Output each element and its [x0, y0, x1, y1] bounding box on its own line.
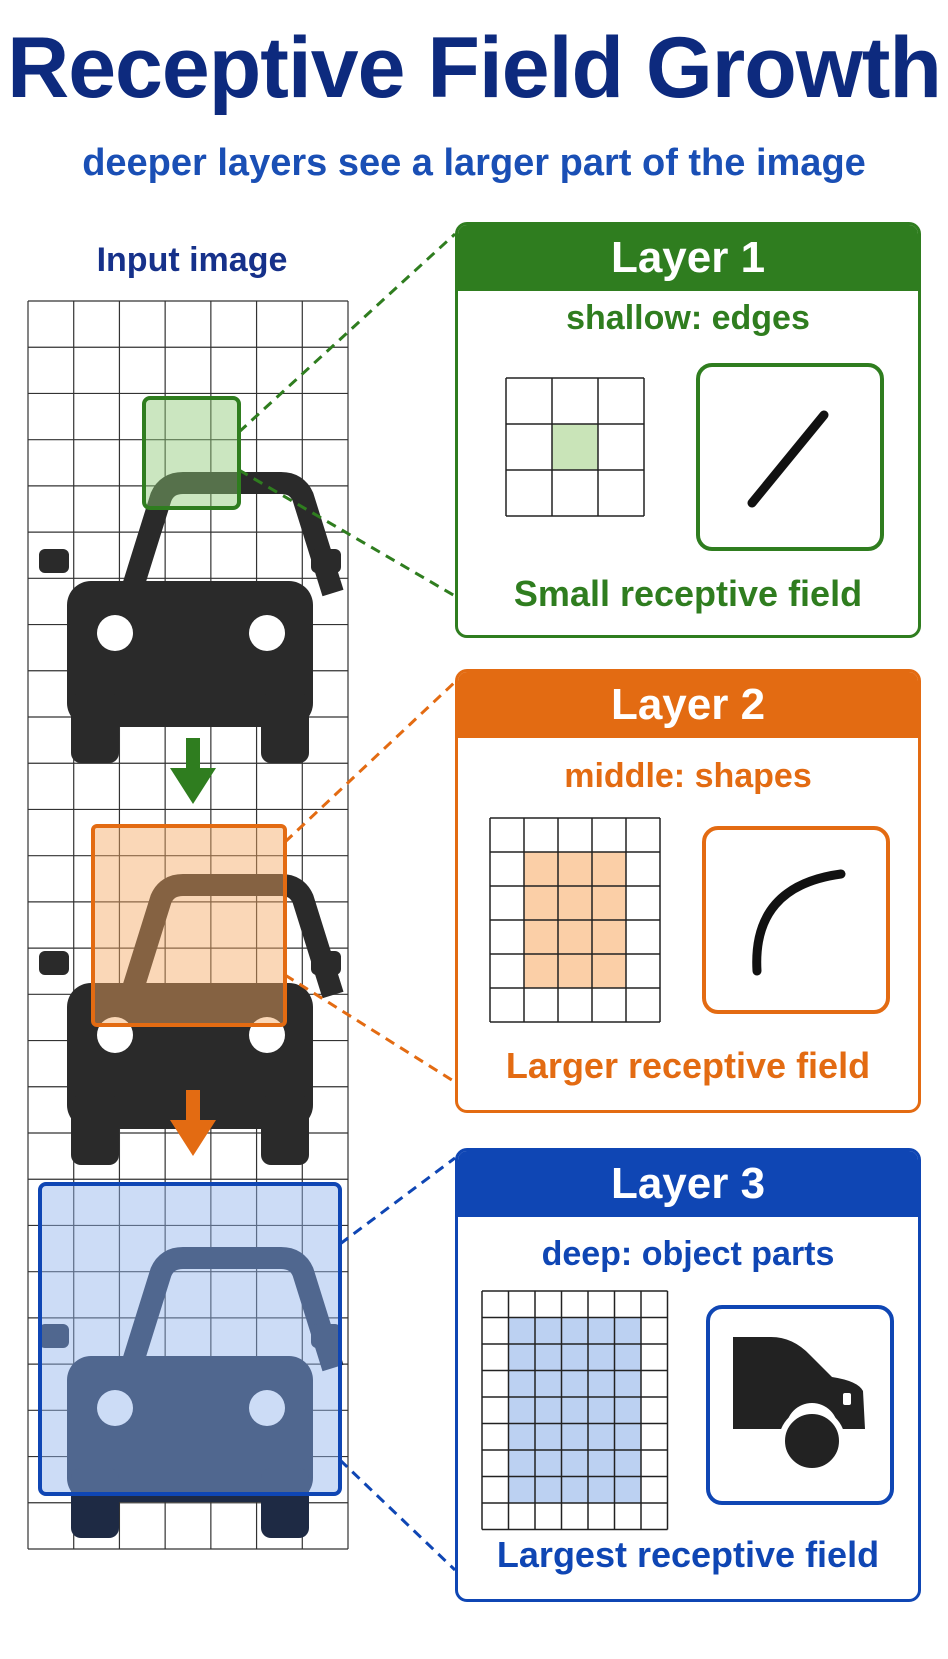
layer2-panel: Layer 2 [455, 669, 921, 1113]
connector-line [237, 232, 457, 434]
connector-line [238, 468, 456, 598]
straight-edge-icon [747, 410, 829, 508]
page-title: Receptive Field Growth [7, 20, 942, 116]
connector-line [283, 680, 457, 844]
down-arrow-icon [170, 1090, 216, 1156]
layer3-kernel-grid [481, 1290, 669, 1531]
layer1-panel: Layer 1 [455, 222, 921, 638]
page-subtitle: deeper layers see a larger part of the i… [82, 142, 866, 184]
layer1-receptive-field [142, 396, 241, 510]
layer3-feature-box [706, 1305, 894, 1505]
curve-icon [752, 869, 846, 976]
layer1-title: Layer 1 [458, 225, 918, 291]
layer2-graphics [489, 817, 890, 1023]
input-image-label: Input image [96, 241, 288, 279]
layer2-receptive-field [91, 824, 287, 1027]
down-arrow-icon [170, 738, 216, 804]
layer1-kernel-grid [505, 377, 645, 517]
layer1-footer: Small receptive field [513, 573, 863, 614]
layer3-receptive-field [38, 1182, 342, 1496]
layer2-kernel-grid [489, 817, 661, 1023]
layer3-footer: Largest receptive field [496, 1534, 880, 1575]
car-part-icon [733, 1337, 865, 1474]
layer3-subtitle: deep: object parts [541, 1235, 835, 1273]
connector-line [339, 1156, 456, 1246]
layer1-subtitle: shallow: edges [566, 299, 810, 337]
kernel-highlight [508, 1317, 641, 1503]
connector-line [338, 1458, 457, 1572]
kernel-highlight [552, 424, 598, 470]
layer3-title: Layer 3 [458, 1151, 918, 1217]
layer1-feature-box [696, 363, 884, 551]
layer1-graphics [505, 363, 884, 551]
layer2-feature-box [702, 826, 890, 1014]
layer2-subtitle: middle: shapes [564, 757, 812, 795]
layer3-graphics [481, 1290, 894, 1531]
layer3-panel: Layer 3 [455, 1148, 921, 1602]
layer2-title: Layer 2 [458, 672, 918, 738]
layer2-footer: Larger receptive field [505, 1045, 871, 1086]
